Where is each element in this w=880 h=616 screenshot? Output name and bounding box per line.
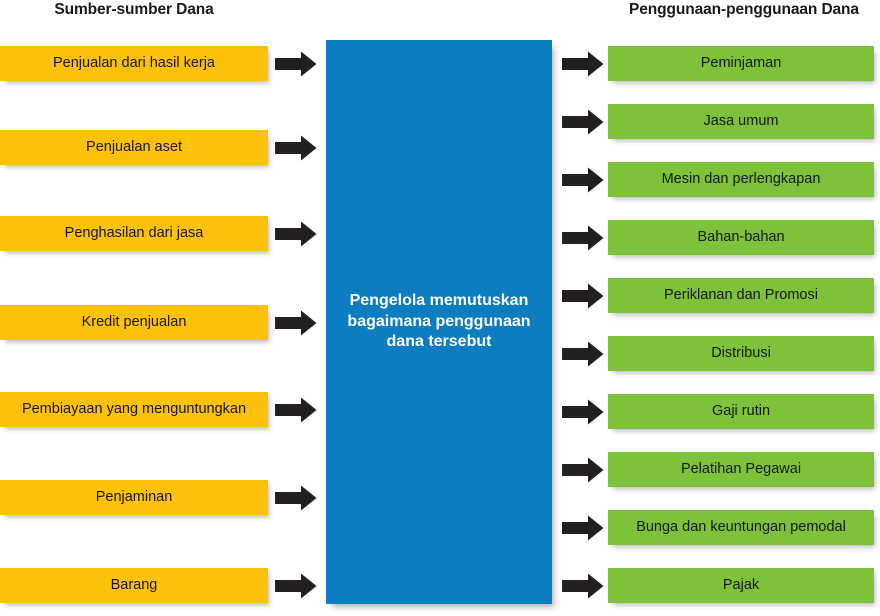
use-box[interactable]: Pelatihan Pegawai [608, 452, 874, 487]
block-arrow-right-icon [562, 283, 604, 309]
block-arrow-right-icon [562, 51, 604, 77]
use-box[interactable]: Periklanan dan Promosi [608, 278, 874, 313]
block-arrow-right-icon [275, 310, 317, 336]
block-arrow-right-icon [562, 167, 604, 193]
use-box[interactable]: Jasa umum [608, 104, 874, 139]
block-arrow-right-icon [562, 341, 604, 367]
block-arrow-right-icon [562, 109, 604, 135]
source-box[interactable]: Pembiayaan yang menguntungkan [0, 392, 268, 427]
use-box[interactable]: Bunga dan keuntungan pemodal [608, 510, 874, 545]
block-arrow-right-icon [275, 573, 317, 599]
block-arrow-right-icon [275, 135, 317, 161]
block-arrow-right-icon [275, 485, 317, 511]
source-box[interactable]: Barang [0, 568, 268, 603]
block-arrow-right-icon [275, 221, 317, 247]
use-box[interactable]: Mesin dan perlengkapan [608, 162, 874, 197]
block-arrow-right-icon [562, 573, 604, 599]
block-arrow-right-icon [562, 225, 604, 251]
decision-center-label: Pengelola memutuskan bagaimana penggunaa… [347, 291, 531, 351]
block-arrow-right-icon [275, 397, 317, 423]
block-arrow-right-icon [275, 51, 317, 77]
use-box[interactable]: Pajak [608, 568, 874, 603]
source-box[interactable]: Penjualan dari hasil kerja [0, 46, 268, 81]
use-box[interactable]: Bahan-bahan [608, 220, 874, 255]
source-box[interactable]: Penjualan aset [0, 130, 268, 165]
uses-column-title: Penggunaan-penggunaan Dana [629, 1, 859, 18]
block-arrow-right-icon [562, 457, 604, 483]
source-box[interactable]: Penghasilan dari jasa [0, 216, 268, 251]
sources-column-title: Sumber-sumber Dana [54, 1, 214, 18]
source-box[interactable]: Kredit penjualan [0, 305, 268, 340]
use-box[interactable]: Peminjaman [608, 46, 874, 81]
decision-center-box: Pengelola memutuskan bagaimana penggunaa… [326, 40, 552, 604]
block-arrow-right-icon [562, 515, 604, 541]
source-box[interactable]: Penjaminan [0, 480, 268, 515]
use-box[interactable]: Gaji rutin [608, 394, 874, 429]
use-box[interactable]: Distribusi [608, 336, 874, 371]
block-arrow-right-icon [562, 399, 604, 425]
